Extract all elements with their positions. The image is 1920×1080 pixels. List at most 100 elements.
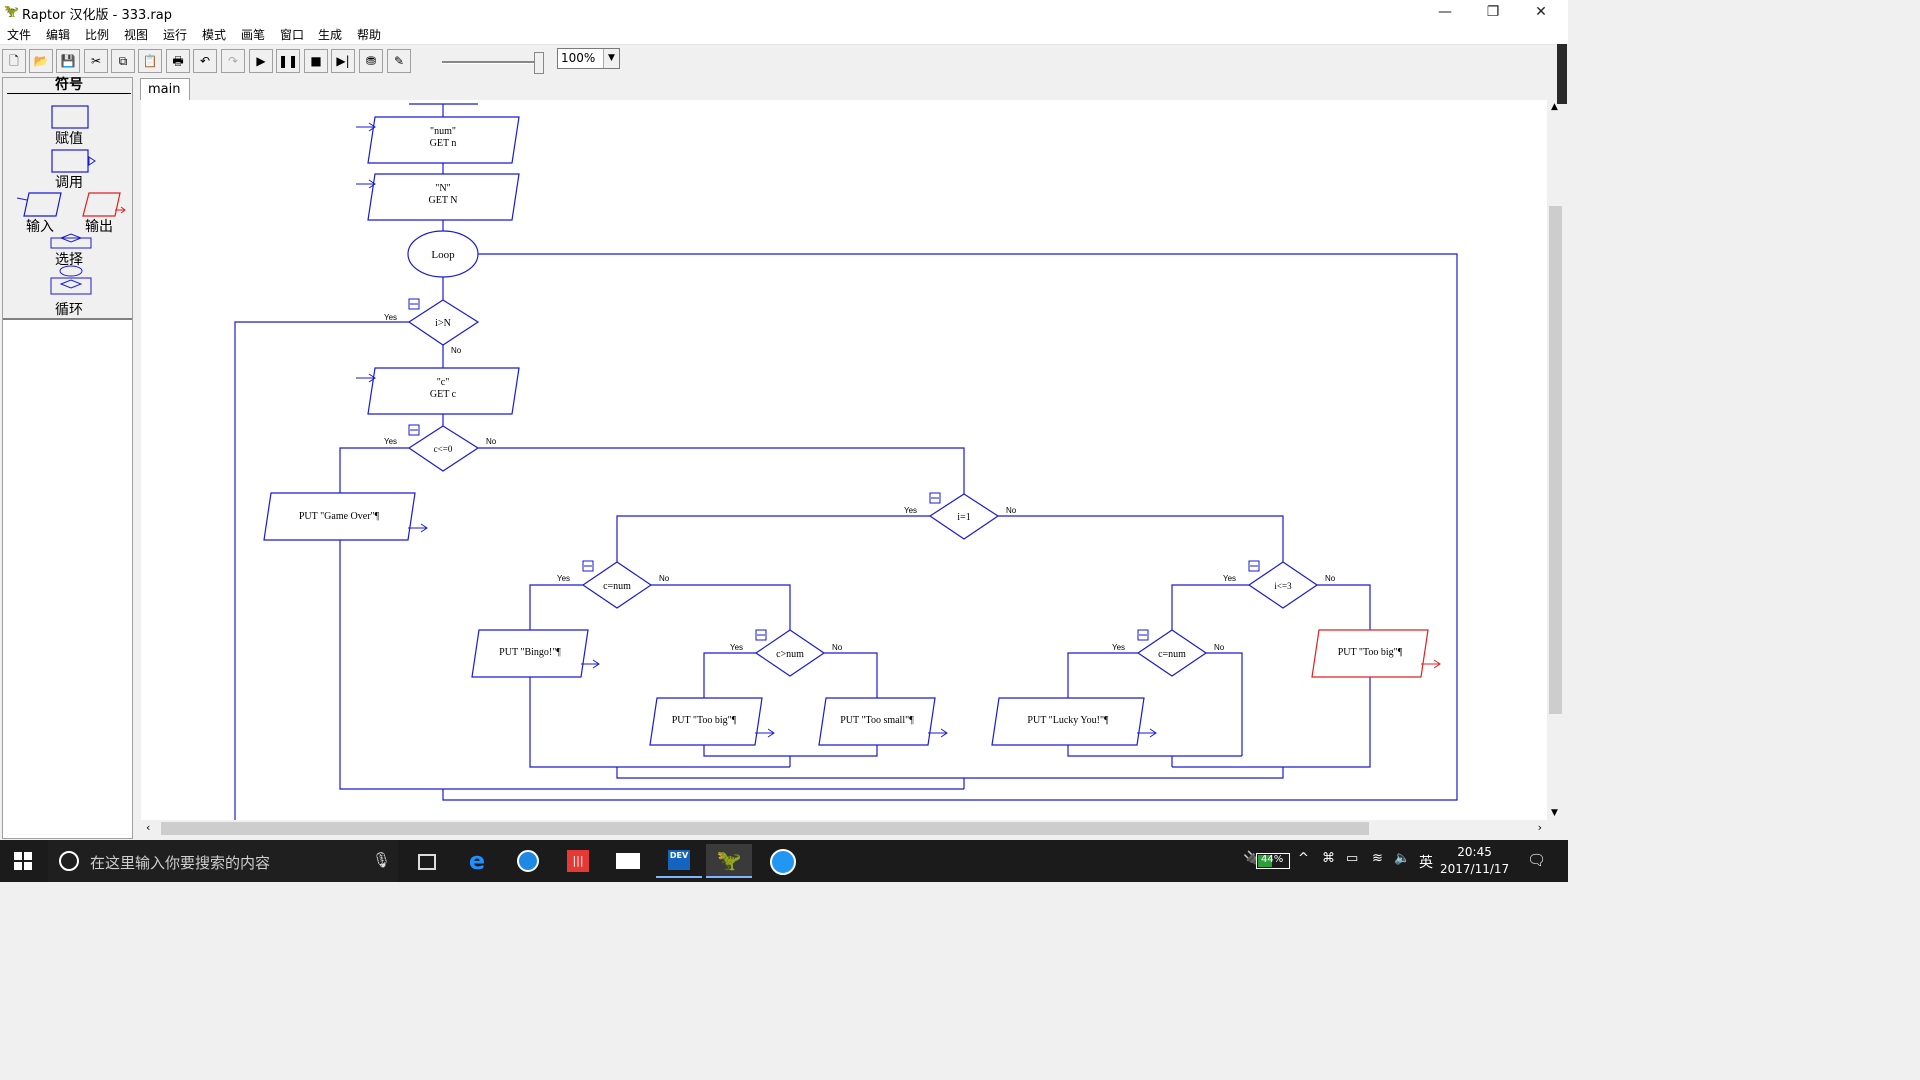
copy-icon[interactable]: ⧉ (111, 49, 135, 73)
yes-label: Yes (1112, 643, 1125, 652)
menu-scale[interactable]: 比例 (85, 28, 110, 42)
loop-symbol[interactable] (407, 230, 479, 278)
cond-c-eq-num-a: c=num (603, 581, 631, 592)
play-icon[interactable]: ▶ (249, 49, 273, 73)
scroll-right-icon[interactable]: › (1537, 821, 1542, 834)
input-N-get: GET N (429, 195, 458, 206)
collapse-toggle-icon[interactable] (408, 424, 420, 436)
raptor-taskbar-icon[interactable]: 🦖 (706, 844, 752, 878)
output-too-big-a[interactable] (649, 697, 775, 746)
output-game-over[interactable] (263, 492, 428, 541)
decision-c-eq-num-b[interactable] (1136, 629, 1208, 677)
print-icon[interactable]: 🖶 (166, 49, 190, 73)
input-num-symbol[interactable] (356, 116, 520, 164)
menu-run[interactable]: 运行 (163, 28, 188, 42)
edge-browser-icon[interactable]: e (468, 847, 486, 875)
open-folder-icon[interactable]: 📂 (29, 49, 53, 73)
pen-icon[interactable]: ✎ (387, 49, 411, 73)
vertical-scrollbar[interactable]: ▲ ▼ (1547, 100, 1564, 820)
decision-c-gt-num[interactable] (754, 629, 826, 677)
input-c-symbol[interactable] (356, 367, 520, 415)
paste-icon[interactable]: 📋 (138, 49, 162, 73)
devcpp-icon[interactable]: DEV (656, 844, 702, 878)
decision-i-gt-N[interactable] (407, 298, 480, 346)
collapse-toggle-icon[interactable] (1137, 629, 1149, 641)
scroll-down-icon[interactable]: ▼ (1551, 808, 1558, 818)
menu-help[interactable]: 帮助 (357, 28, 382, 42)
scroll-left-icon[interactable]: ‹ (146, 821, 151, 834)
ime-indicator[interactable]: 英 (1419, 855, 1433, 871)
collapse-toggle-icon[interactable] (929, 492, 941, 504)
menu-mode[interactable]: 模式 (202, 28, 227, 42)
select-symbol[interactable] (50, 237, 92, 249)
close-button[interactable]: ✕ (1535, 4, 1547, 20)
menu-edit[interactable]: 编辑 (46, 28, 71, 42)
undo-icon[interactable]: ↶ (193, 49, 217, 73)
menu-ink[interactable]: 画笔 (241, 28, 266, 42)
output-symbol[interactable] (82, 192, 121, 217)
no-label: No (451, 346, 462, 355)
call-symbol[interactable] (51, 149, 89, 173)
tab-main[interactable]: main (140, 78, 190, 100)
loop-symbol[interactable] (59, 265, 83, 277)
breakpoint-icon[interactable]: ⛃ (359, 49, 383, 73)
vertical-scroll-thumb[interactable] (1549, 206, 1562, 714)
speed-slider[interactable] (436, 51, 548, 74)
output-too-small[interactable] (818, 697, 948, 746)
decision-c-le-0[interactable] (407, 424, 480, 472)
cut-icon[interactable]: ✂ (84, 49, 108, 73)
slider-thumb[interactable] (534, 52, 544, 74)
restore-button[interactable]: ❐ (1486, 4, 1500, 20)
scroll-up-icon[interactable]: ▲ (1551, 102, 1558, 112)
input-num-prompt: "num" (430, 126, 456, 137)
redo-icon[interactable]: ↷ (221, 49, 245, 73)
save-icon[interactable]: 💾 (56, 49, 80, 73)
chevron-up-icon[interactable]: ^ (1298, 851, 1309, 866)
output-bingo[interactable] (471, 629, 600, 678)
chevron-down-icon[interactable]: ▼ (603, 49, 619, 68)
flowchart-canvas[interactable]: "num" GET n "N" GET N Loop i>N "c" GET c… (141, 100, 1547, 820)
step-icon[interactable]: ▶| (331, 49, 355, 73)
collapse-toggle-icon[interactable] (582, 560, 594, 572)
collapse-toggle-icon[interactable] (1248, 560, 1260, 572)
menu-generate[interactable]: 生成 (318, 28, 343, 42)
pause-icon[interactable]: ❚❚ (276, 49, 300, 73)
office-app-icon[interactable]: ||| (554, 844, 600, 878)
input-N-symbol[interactable] (356, 173, 520, 221)
output-too-big-b[interactable] (1311, 629, 1441, 678)
battery-indicator[interactable]: 44% (1256, 853, 1290, 869)
cond-i-eq-1: i=1 (957, 512, 970, 523)
menu-window[interactable]: 窗口 (280, 28, 305, 42)
network-icon[interactable]: ▭ (1346, 851, 1359, 866)
collapse-toggle-icon[interactable] (755, 629, 767, 641)
output-lucky-you[interactable] (991, 697, 1157, 746)
horizontal-scrollbar[interactable]: ‹ › (141, 820, 1547, 837)
taskbar-search[interactable]: 在这里输入你要搜索的内容 🎙 (48, 840, 398, 882)
clock-app-icon[interactable] (504, 844, 550, 878)
symbol-palette: 符号 赋值 调用 输入 输出 选择 循环 (2, 77, 133, 839)
minimize-button[interactable]: — (1438, 4, 1452, 20)
decision-i-eq-1[interactable] (928, 492, 1000, 540)
zoom-select[interactable]: 100% ▼ (557, 48, 620, 69)
task-view-icon[interactable] (402, 844, 448, 878)
notification-icon[interactable]: 🗨 (1527, 851, 1547, 869)
decision-i-le-3[interactable] (1247, 560, 1319, 609)
collapse-toggle-icon[interactable] (408, 298, 420, 310)
input-symbol[interactable] (23, 192, 62, 217)
new-file-icon[interactable]: 🗋 (2, 49, 26, 73)
assign-symbol[interactable] (51, 105, 89, 129)
bluetooth-icon[interactable]: ⌘ (1322, 851, 1335, 866)
windows-start-icon[interactable] (14, 852, 32, 870)
clock-date: 2017/11/17 (1440, 862, 1510, 876)
decision-c-eq-num-a[interactable] (581, 560, 653, 609)
menu-view[interactable]: 视图 (124, 28, 149, 42)
sogou-icon[interactable] (758, 844, 804, 878)
taskbar-clock[interactable]: 20:45 2017/11/17 (1440, 844, 1509, 878)
stop-icon[interactable]: ■ (304, 49, 328, 73)
wifi-icon[interactable]: ≋ (1372, 851, 1383, 866)
menu-file[interactable]: 文件 (7, 28, 32, 42)
microphone-icon[interactable]: 🎙 (372, 851, 392, 869)
mail-icon[interactable] (604, 844, 650, 878)
volume-icon[interactable]: 🔈 (1394, 851, 1411, 866)
horizontal-scroll-thumb[interactable] (161, 822, 1369, 835)
